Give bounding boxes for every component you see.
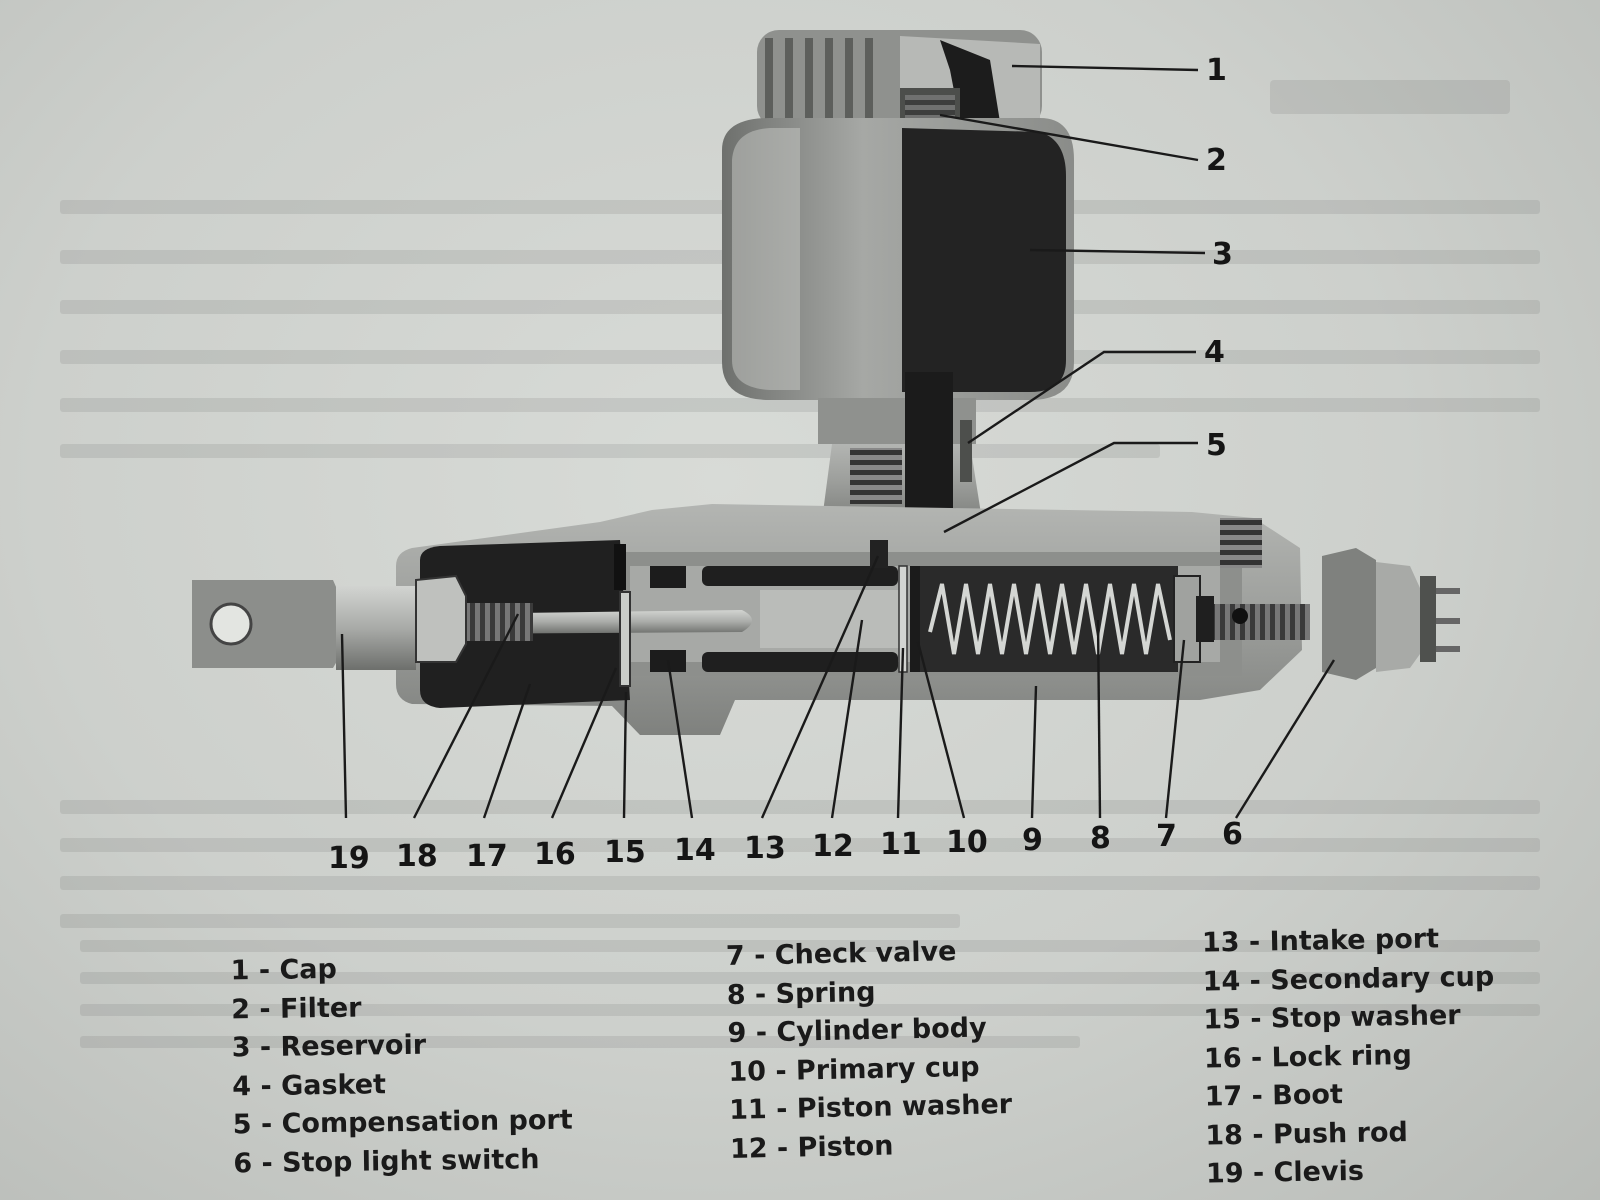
leader-line-16 <box>550 667 618 819</box>
leader-line-3 <box>1029 248 1206 255</box>
callout-19: 19 <box>328 841 370 876</box>
callout-6: 6 <box>1222 817 1243 852</box>
legend-item-stop-washer: 15 - Stop washer <box>1203 1000 1461 1036</box>
legend-item-gasket: 4 - Gasket <box>232 1068 387 1102</box>
callout-16: 16 <box>534 837 576 872</box>
legend-item-check-valve: 7 - Check valve <box>725 936 957 972</box>
leader-line-11 <box>896 647 905 819</box>
legend-column-2: 7 - Check valve 8 - Spring 9 - Cylinder … <box>726 932 1014 1169</box>
stop-washer-part <box>619 591 631 687</box>
leader-line-12 <box>830 619 864 819</box>
callout-17: 17 <box>466 839 508 874</box>
callout-12: 12 <box>812 829 854 864</box>
callout-14: 14 <box>674 833 716 868</box>
legend-item-lock-ring: 16 - Lock ring <box>1203 1039 1413 1075</box>
spring-part <box>920 566 1178 672</box>
callout-18: 18 <box>396 839 438 874</box>
lock-ring-part <box>614 544 626 590</box>
callout-15: 15 <box>604 835 646 870</box>
legend-item-boot: 17 - Boot <box>1204 1079 1344 1113</box>
check-valve-part <box>1173 575 1214 663</box>
legend-item-clevis: 19 - Clevis <box>1205 1155 1365 1190</box>
leader-line-4 <box>967 350 1196 444</box>
callout-4: 4 <box>1204 335 1225 370</box>
legend-item-piston-washer: 11 - Piston washer <box>728 1089 1013 1126</box>
legend-item-cap: 1 - Cap <box>230 953 338 987</box>
gasket-part <box>960 420 972 482</box>
leader-line-5 <box>943 441 1198 534</box>
callout-3: 3 <box>1212 237 1233 272</box>
leader-line-14 <box>666 659 694 819</box>
legend-item-stop-light-switch: 6 - Stop light switch <box>233 1143 540 1179</box>
legend-item-spring: 8 - Spring <box>726 976 876 1011</box>
leader-line-13 <box>760 555 880 819</box>
outlet-fitting <box>1214 518 1310 640</box>
leader-line-10 <box>916 641 966 819</box>
leader-lines <box>340 64 1336 819</box>
leader-line-1 <box>1011 64 1199 72</box>
callout-numbers-right: 1 2 3 4 5 <box>1204 53 1233 463</box>
leader-line-9 <box>1030 685 1038 819</box>
leader-line-8 <box>1096 619 1102 819</box>
callout-numbers-bottom: 19 18 17 16 15 14 13 12 11 10 9 8 7 6 <box>328 817 1243 876</box>
reservoir-part <box>722 118 1074 400</box>
legend-column-3: 13 - Intake port 14 - Secondary cup 15 -… <box>1202 919 1498 1194</box>
piston-part <box>702 566 900 672</box>
callout-7: 7 <box>1156 819 1177 854</box>
cap-part <box>757 30 1042 128</box>
leader-line-15 <box>622 691 628 819</box>
callout-5: 5 <box>1206 428 1227 463</box>
callout-1: 1 <box>1206 53 1227 88</box>
intake-port <box>870 540 888 568</box>
legend-item-compensation-port: 5 - Compensation port <box>232 1104 573 1141</box>
clevis-part <box>192 580 416 670</box>
leader-line-6 <box>1234 659 1336 819</box>
legend-item-cylinder-body: 9 - Cylinder body <box>727 1012 987 1049</box>
push-rod-part <box>415 574 752 663</box>
callout-2: 2 <box>1206 143 1227 178</box>
leader-line-17 <box>482 683 532 819</box>
legend-item-intake-port: 13 - Intake port <box>1201 923 1440 959</box>
callout-9: 9 <box>1022 823 1043 858</box>
callout-10: 10 <box>946 825 988 860</box>
legend-item-secondary-cup: 14 - Secondary cup <box>1202 960 1495 998</box>
callout-11: 11 <box>880 827 922 862</box>
callout-8: 8 <box>1090 821 1111 856</box>
leader-line-18 <box>412 613 520 819</box>
leader-line-7 <box>1164 639 1186 819</box>
legend-item-filter: 2 - Filter <box>230 992 362 1025</box>
leader-line-19 <box>340 633 348 819</box>
leader-line-2 <box>939 113 1199 162</box>
legend-item-push-rod: 18 - Push rod <box>1205 1116 1409 1152</box>
legend-item-primary-cup: 10 - Primary cup <box>728 1051 980 1088</box>
stop-light-switch-part <box>1322 548 1460 680</box>
legend-column-1: 1 - Cap 2 - Filter 3 - Reservoir 4 - Gas… <box>230 948 573 1184</box>
legend-item-piston: 12 - Piston <box>729 1130 894 1165</box>
legend-item-reservoir: 3 - Reservoir <box>231 1029 427 1064</box>
callout-13: 13 <box>744 831 786 866</box>
